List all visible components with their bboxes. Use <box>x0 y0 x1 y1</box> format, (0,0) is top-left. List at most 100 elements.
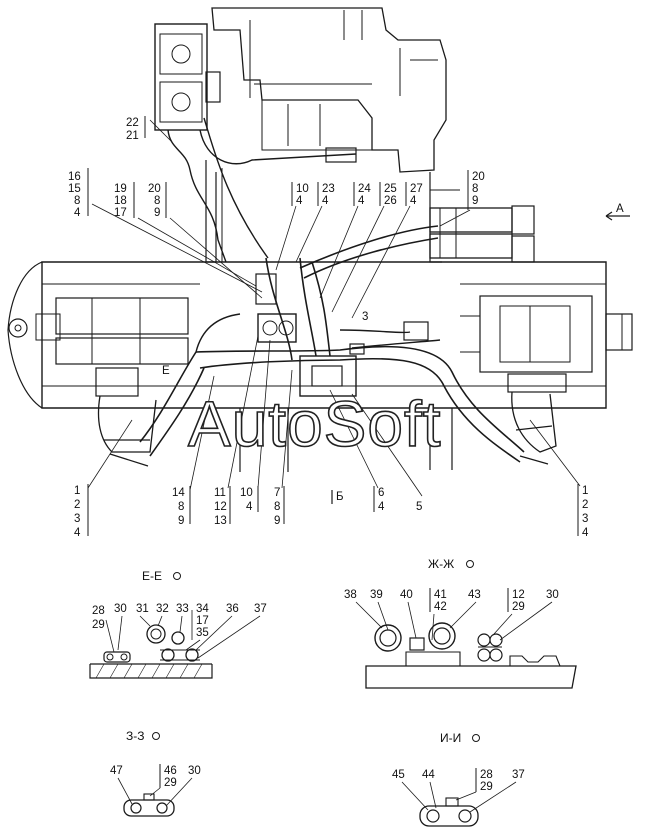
callout: 30 <box>188 765 201 777</box>
callout: 4 <box>410 195 417 207</box>
section-ii: И-И 45 44 28 29 37 <box>392 731 525 827</box>
callout: 10 <box>296 183 309 195</box>
callout: 42 <box>434 601 447 613</box>
callout: 33 <box>176 603 189 615</box>
callouts-bottom: 1 2 3 4 1 2 3 4 14 8 9 11 12 13 10 4 7 8… <box>74 484 589 539</box>
left-hydraulic-cylinder <box>35 297 189 467</box>
section-title-zhzh: Ж-Ж <box>428 557 454 571</box>
callout: 41 <box>434 589 447 601</box>
callout: 44 <box>422 769 435 781</box>
callout: 12 <box>512 589 525 601</box>
callout: 25 <box>384 183 397 195</box>
section-zhzh: Ж-Ж 38 39 40 41 42 43 12 29 30 <box>344 557 577 689</box>
callout: 8 <box>74 195 80 207</box>
callout: 36 <box>226 603 239 615</box>
callout: 5 <box>416 501 422 513</box>
gearbox-housing <box>205 7 460 263</box>
callout: 47 <box>110 765 123 777</box>
callout: 29 <box>480 781 493 793</box>
section-marker-e: Е <box>162 365 170 377</box>
callouts-top: 22 21 16 15 8 4 19 18 17 20 8 9 10 4 23 … <box>68 116 630 377</box>
callout: 34 <box>196 603 209 615</box>
watermark: AutoSoft <box>188 388 442 460</box>
view-marker-a: A <box>616 203 624 215</box>
callout: 1 <box>74 485 80 497</box>
section-title-ii: И-И <box>440 731 461 745</box>
callout: 4 <box>246 501 253 513</box>
section-title-zz: З-З <box>126 729 145 743</box>
callouts-zz: 47 46 29 30 <box>110 765 201 789</box>
callout: 30 <box>114 603 127 615</box>
callout: 4 <box>322 195 329 207</box>
callout: 35 <box>196 627 209 639</box>
callout: 17 <box>196 615 209 627</box>
callout: 22 <box>126 117 139 129</box>
callout: 28 <box>480 769 493 781</box>
callout: 40 <box>400 589 413 601</box>
callout: 9 <box>154 207 160 219</box>
callout: 18 <box>114 195 127 207</box>
leader-lines <box>87 119 581 497</box>
callout: 16 <box>68 171 81 183</box>
callout: 3 <box>582 513 588 525</box>
callout: 32 <box>156 603 169 615</box>
central-distributor <box>255 273 429 397</box>
callout: 21 <box>126 130 139 142</box>
view-marker-b: Б <box>336 491 344 503</box>
callout: 28 <box>92 605 105 617</box>
callout: 2 <box>74 499 80 511</box>
callout: 2 <box>582 499 588 511</box>
callout: 43 <box>468 589 481 601</box>
callouts-zhzh: 38 39 40 41 42 43 12 29 30 <box>344 589 559 613</box>
callout: 9 <box>178 515 184 527</box>
callouts-ii: 45 44 28 29 37 <box>392 769 525 793</box>
callout: 9 <box>472 195 478 207</box>
callout: 37 <box>254 603 267 615</box>
callout: 4 <box>74 527 81 539</box>
callout: 4 <box>378 501 385 513</box>
callout: 4 <box>582 527 589 539</box>
callout: 7 <box>274 487 280 499</box>
callout: 19 <box>114 183 127 195</box>
callout: 8 <box>178 501 184 513</box>
section-marker-3: 3 <box>362 311 368 323</box>
callouts-ee: 28 29 30 31 32 33 34 17 35 36 37 <box>92 603 267 639</box>
callout: 3 <box>74 513 80 525</box>
callout: 4 <box>296 195 303 207</box>
callout: 1 <box>582 485 588 497</box>
callout: 29 <box>512 601 525 613</box>
callout: 38 <box>344 589 357 601</box>
callout: 29 <box>164 777 177 789</box>
callout: 24 <box>358 183 371 195</box>
lower-support <box>239 408 453 472</box>
callout: 9 <box>274 515 280 527</box>
callout: 27 <box>410 183 423 195</box>
callout: 13 <box>214 515 227 527</box>
callout: 15 <box>68 183 81 195</box>
section-title-ee: Е-Е <box>142 569 162 583</box>
callout: 31 <box>136 603 149 615</box>
callout: 4 <box>358 195 365 207</box>
callout: 46 <box>164 765 177 777</box>
callout: 6 <box>378 487 384 499</box>
callout: 12 <box>214 501 227 513</box>
callout: 17 <box>114 207 127 219</box>
section-zz: З-З 47 46 29 30 <box>110 729 201 817</box>
callout: 8 <box>274 501 280 513</box>
callout: 37 <box>512 769 525 781</box>
callout: 23 <box>322 183 335 195</box>
callout: 45 <box>392 769 405 781</box>
callout: 30 <box>546 589 559 601</box>
callout: 29 <box>92 619 105 631</box>
callout: 8 <box>472 183 478 195</box>
callout: 14 <box>172 487 185 499</box>
section-ee: Е-Е 28 29 30 31 32 33 34 17 35 36 37 <box>89 569 267 679</box>
valve-block <box>429 205 535 263</box>
callout: 26 <box>384 195 397 207</box>
callout: 20 <box>148 183 161 195</box>
callout: 10 <box>240 487 253 499</box>
callout: 8 <box>154 195 160 207</box>
callout: 20 <box>472 171 485 183</box>
main-assembly-view: 22 21 16 15 8 4 19 18 17 20 8 9 10 4 23 … <box>7 7 633 539</box>
